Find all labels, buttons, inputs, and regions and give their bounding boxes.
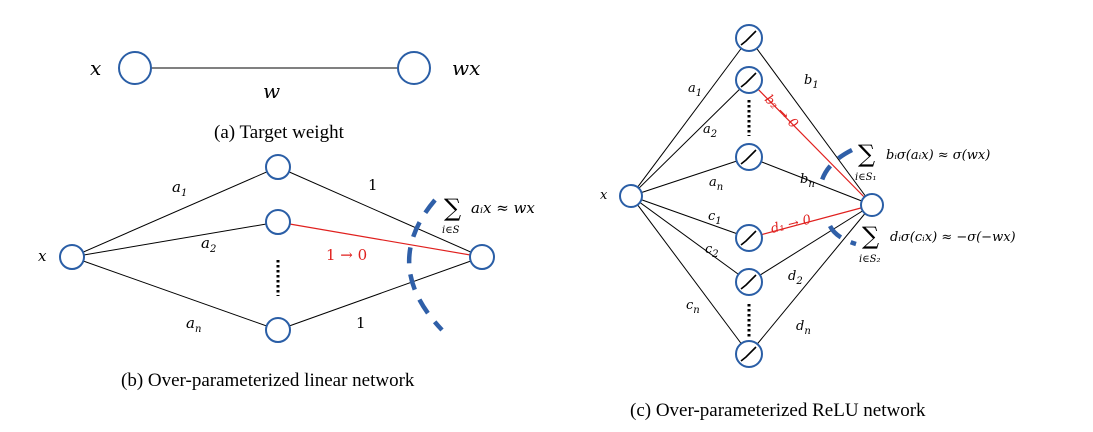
input-label: x <box>600 188 608 203</box>
edge-d1-pruned <box>748 204 873 239</box>
pruning-cut-bottom <box>827 224 857 247</box>
output-node <box>397 51 431 85</box>
edge-x-hn <box>630 156 750 197</box>
edge-x-h1 <box>71 166 279 258</box>
edge-hn-out <box>748 156 873 206</box>
output-label: wx <box>452 56 480 80</box>
input-node <box>59 244 85 270</box>
edge-x-g1 <box>630 195 750 239</box>
edge-x-hn <box>71 256 279 331</box>
edge-x-g2 <box>630 195 750 283</box>
edge-g2-out <box>748 204 873 283</box>
pruned-b2-label: b₂ → 0 <box>761 92 801 132</box>
hidden-node-n <box>265 317 291 343</box>
label-b1: b1 <box>804 73 819 91</box>
edge-x-h2 <box>71 221 279 258</box>
weight-label-an: an <box>186 314 201 335</box>
sum2-index: i∈S₂ <box>859 254 880 265</box>
relu-node-gn <box>735 340 763 368</box>
output-node <box>860 193 884 217</box>
edge-b2-pruned <box>748 79 873 206</box>
out-weight-bottom: 1 <box>356 314 366 332</box>
hidden-node-2 <box>265 209 291 235</box>
caption-a: (a) Target weight <box>214 122 345 143</box>
hidden-node-1 <box>265 154 291 180</box>
label-a2: a2 <box>703 122 717 140</box>
sum1-expression: bᵢσ(aᵢx) ≈ σ(wx) <box>886 148 990 163</box>
pruning-cut <box>406 198 444 332</box>
panel-b: x a1 a2 an 1 1 1 → 0 ∑ i∈S aᵢx ≈ wx (b) … <box>38 154 535 391</box>
edge-x-top <box>630 37 750 197</box>
sum1-index: i∈S₁ <box>855 172 876 183</box>
input-label: x <box>90 56 101 80</box>
label-bn: bn <box>800 172 815 190</box>
edge-gn-out <box>748 204 873 355</box>
sum1-symbol: ∑ <box>858 140 875 168</box>
edge-h1-out <box>277 166 483 258</box>
relu-node-g1 <box>735 224 763 252</box>
relu-node-h2 <box>735 66 763 94</box>
sum-symbol: ∑ <box>444 194 461 222</box>
panel-c: x a1 a2 an b1 bn c1 c2 cn d2 dn b₂ → 0 d… <box>600 24 1016 421</box>
pruned-weight-label: 1 → 0 <box>326 246 367 264</box>
pruning-cut-top <box>817 147 854 191</box>
weight-label-a1: a1 <box>172 178 187 199</box>
caption-c: (c) Over-parameterized ReLU network <box>630 400 926 421</box>
relu-node-g2 <box>735 268 763 296</box>
label-dn: dn <box>796 319 811 337</box>
weight-label: w <box>263 79 280 103</box>
label-a1: a1 <box>688 81 702 99</box>
caption-b: (b) Over-parameterized linear network <box>121 370 415 391</box>
label-d2: d2 <box>788 269 803 287</box>
sum2-symbol: ∑ <box>862 222 879 250</box>
label-c1: c1 <box>708 209 722 227</box>
label-an: an <box>709 175 723 193</box>
relu-node-top <box>735 24 763 52</box>
sum-expression: aᵢx ≈ wx <box>471 199 535 217</box>
label-cn: cn <box>686 298 700 316</box>
edge-hn-out <box>277 256 483 331</box>
sum-index: i∈S <box>442 225 460 236</box>
out-weight-top: 1 <box>368 176 378 194</box>
input-label: x <box>38 247 47 265</box>
panel-a: x wx w (a) Target weight <box>90 51 480 143</box>
edge-x-h2 <box>630 79 750 197</box>
relu-node-hn <box>735 143 763 171</box>
pruned-d1-label: d₁ → 0 <box>769 212 812 236</box>
label-c2: c2 <box>705 242 719 260</box>
input-node <box>118 51 152 85</box>
edge-x-gn <box>630 195 750 355</box>
sum2-expression: dᵢσ(cᵢx) ≈ −σ(−wx) <box>890 230 1016 245</box>
input-node <box>619 184 643 208</box>
output-node <box>469 244 495 270</box>
edge-h2-out-pruned <box>277 221 483 258</box>
edge-top-out <box>748 37 873 206</box>
weight-label-a2: a2 <box>201 234 216 255</box>
